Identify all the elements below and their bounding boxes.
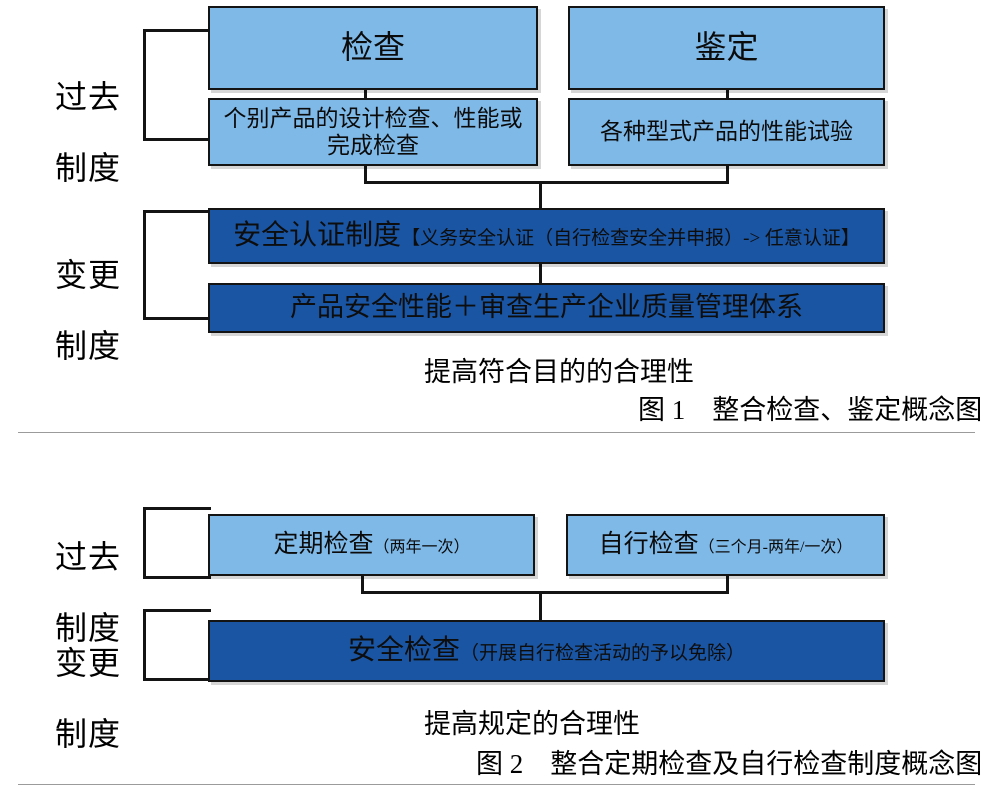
figure2-box-safety-inspection-main: 安全检查	[347, 635, 460, 667]
figure1-side-label-changed-line2: 制度	[54, 328, 121, 365]
figure1-side-label-past: 过去 制度	[40, 44, 136, 223]
figure1-subtitle: 提高符合目的的合理性	[424, 357, 694, 387]
figure1-box-safety-certification-system-main: 安全认证制度	[233, 220, 402, 252]
figure1-connector-left-stub	[364, 164, 367, 184]
figure2-side-label-changed-line1: 变更	[54, 644, 121, 681]
figure1-box-appraisal-label: 鉴定	[694, 29, 759, 66]
figure2-side-label-past: 过去 制度	[40, 504, 136, 683]
figure1-side-label-past-line1: 过去	[54, 78, 121, 115]
figure2-box-periodic-inspection-content: 定期检查（两年一次）	[210, 530, 533, 560]
figure2-box-self-inspection-note: （三个月-两年/一次）	[698, 539, 853, 557]
figure1-caption: 图 1 整合检查、鉴定概念图	[638, 395, 983, 425]
figure1-box-safety-certification-system-note: 【义务安全认证（自行检查安全并申报）-> 任意认证】	[401, 228, 860, 250]
figure2-side-label-changed-line2: 制度	[54, 716, 121, 753]
figure1-box-inspection-label: 检查	[340, 29, 405, 66]
figure1-box-type-product-performance-test[interactable]: 各种型式产品的性能试验	[568, 98, 885, 166]
divider-after-figure-1	[18, 432, 975, 433]
figure-2: 过去 制度 变更 制度 定期检查（两年一次） 自行检查（三个月-两	[0, 470, 993, 790]
divider-after-figure-2	[18, 784, 975, 785]
figure1-bracket-changed	[143, 210, 211, 320]
figure1-side-label-changed-line1: 变更	[54, 256, 121, 293]
figure1-side-label-past-line2: 制度	[54, 150, 121, 187]
figure2-bracket-changed	[143, 609, 211, 681]
figure2-side-label-changed: 变更 制度	[40, 610, 136, 789]
figure1-connector-merge-down	[539, 181, 542, 209]
figure1-box-individual-product-inspection-label: 个别产品的设计检查、性能或完成检查	[223, 105, 523, 158]
figure1-box-type-product-performance-test-label: 各种型式产品的性能试验	[600, 119, 853, 145]
figure2-bracket-past	[143, 507, 211, 579]
figure1-side-label-changed: 变更 制度	[40, 222, 136, 401]
figure2-caption: 图 2 整合定期检查及自行检查制度概念图	[476, 749, 983, 779]
figure2-connector-merge-bar	[361, 591, 729, 594]
figure-1: 过去 制度 变更 制度 检查 鉴定 个别产品的设计	[40, 6, 983, 425]
figure2-connector-left-stub	[361, 574, 364, 594]
figure2-box-self-inspection-main: 自行检查	[598, 531, 699, 559]
figure2-box-periodic-inspection-note: （两年一次）	[373, 539, 470, 557]
figure2-box-periodic-inspection-main: 定期检查	[273, 531, 374, 559]
figure1-box-individual-product-inspection[interactable]: 个别产品的设计检查、性能或完成检查	[208, 98, 538, 166]
figure1-box-safety-certification-system-content: 安全认证制度【义务安全认证（自行检查安全并申报）-> 任意认证】	[210, 219, 883, 252]
figure2-box-safety-inspection-note: （开展自行检查活动的予以免除）	[460, 643, 746, 665]
figure2-connector-merge-down	[539, 591, 542, 621]
figure2-subtitle: 提高规定的合理性	[424, 709, 640, 739]
figure2-box-self-inspection-content: 自行检查（三个月-两年/一次）	[568, 530, 883, 560]
figure1-box-product-safety-quality-system-label: 产品安全性能＋审查生产企业质量管理体系	[290, 292, 803, 323]
figure1-connector-dark-link	[539, 263, 542, 285]
figure1-box-inspection[interactable]: 检查	[208, 6, 538, 90]
figure2-box-safety-inspection-content: 安全检查（开展自行检查活动的予以免除）	[210, 634, 883, 667]
figure1-connector-right-stub	[726, 164, 729, 184]
figure2-connector-right-stub	[726, 574, 729, 594]
figure2-side-label-past-line1: 过去	[54, 538, 121, 575]
figure1-bracket-past	[143, 29, 211, 141]
figure1-box-appraisal[interactable]: 鉴定	[568, 6, 885, 90]
figure2-box-periodic-inspection[interactable]: 定期检查（两年一次）	[208, 514, 535, 576]
figure2-box-safety-inspection[interactable]: 安全检查（开展自行检查活动的予以免除）	[208, 620, 885, 682]
figure1-connector-inspection-down	[364, 88, 367, 100]
figure1-box-safety-certification-system[interactable]: 安全认证制度【义务安全认证（自行检查安全并申报）-> 任意认证】	[208, 208, 885, 264]
figure1-connector-appraisal-down	[726, 88, 729, 100]
figure1-box-product-safety-quality-system[interactable]: 产品安全性能＋审查生产企业质量管理体系	[208, 283, 885, 333]
figure2-box-self-inspection[interactable]: 自行检查（三个月-两年/一次）	[566, 514, 885, 576]
figure2-side-label-past-line2: 制度	[54, 610, 121, 647]
figure1-connector-merge-bar	[364, 181, 729, 184]
